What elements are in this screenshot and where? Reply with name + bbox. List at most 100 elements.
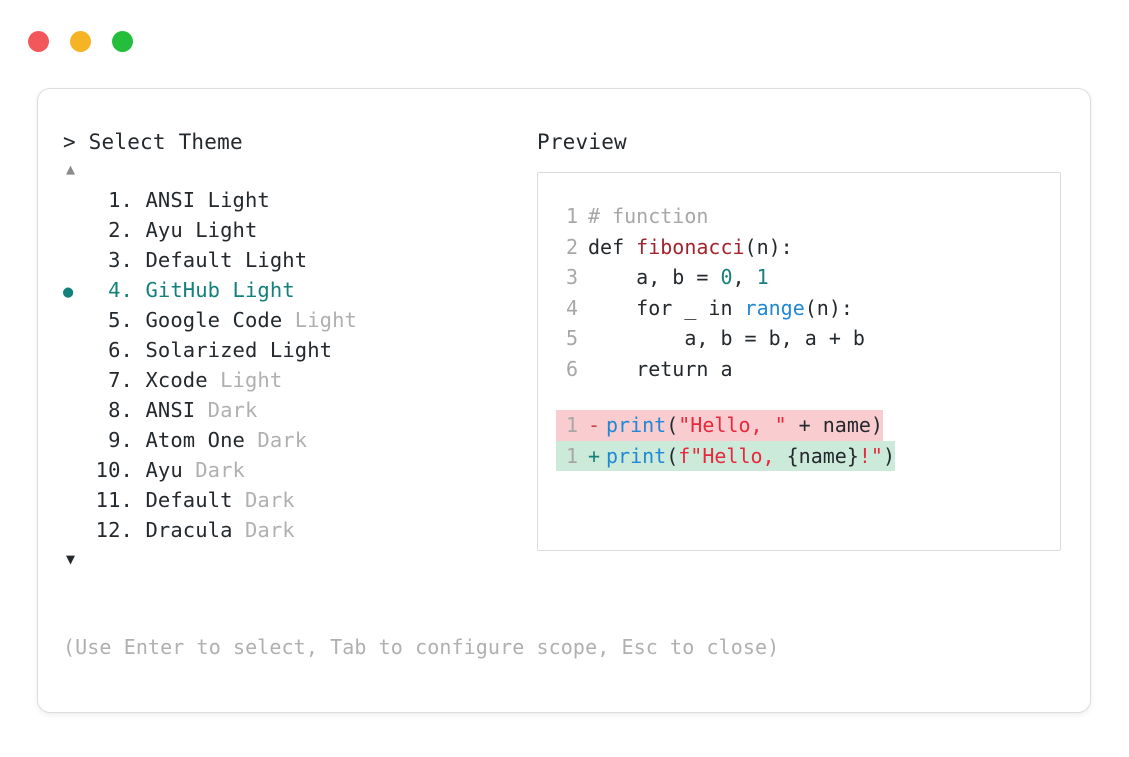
close-window-button[interactable] [28,31,49,52]
preview-title: Preview [537,130,627,154]
code-token: (n): [744,234,793,259]
theme-list-item[interactable]: ● 5. Google Code Light [63,305,533,335]
theme-item-variant: Dark [207,398,258,422]
theme-list-item[interactable]: ● 2. Ayu Light [63,215,533,245]
diff-sign: - [588,413,601,437]
theme-item-name: Ayu [133,218,196,242]
code-text: return a [588,354,733,385]
theme-item-variant: Light [220,368,283,392]
theme-item-variant: Light [294,308,357,332]
code-token: 0 [720,265,733,289]
theme-list: ●1. ANSI Light●2. Ayu Light●3. Default L… [63,185,533,545]
theme-list-item[interactable]: ● 8. ANSI Dark [63,395,533,425]
code-text: print("Hello, " + name) [606,410,883,441]
theme-item-variant: Light [269,338,333,362]
theme-item-number: 5. [108,308,133,332]
code-token: range [744,295,805,320]
theme-list-item[interactable]: ●6. Solarized Light [63,335,533,365]
theme-item-name: Atom One [133,428,258,452]
code-token: (n): [804,295,853,320]
theme-item-name: Xcode [133,368,221,392]
code-text: for _ in range(n): [588,293,853,324]
theme-item-name: ANSI [133,398,208,422]
line-number: 2 [565,234,578,259]
selected-bullet-icon: ● [63,247,89,277]
line-number: 1 [565,204,578,228]
theme-item-name: Google Code [133,308,295,332]
diff-sample: 1-print("Hello, " + name)1+print(f"Hello… [556,410,1060,471]
selected-bullet-icon: ● [63,307,89,337]
code-token: a, b = b, a + b [588,326,865,350]
theme-item-variant: Dark [257,428,308,452]
theme-list-item[interactable]: ●12. Dracula Dark [63,515,533,545]
code-text: # function [588,201,708,232]
code-line: 4 for _ in range(n): [556,293,1060,324]
theme-selector-card: > Select Theme ▲ ●1. ANSI Light●2. Ayu L… [37,88,1091,713]
selected-bullet-icon: ● [63,397,89,427]
line-number: 5 [565,326,578,350]
selected-bullet-icon: ● [63,367,89,397]
code-token: ( [666,443,679,468]
code-token: for _ in [588,295,745,320]
theme-list-item[interactable]: ●10. Ayu Dark [63,455,533,485]
selected-bullet-icon: ● [63,217,89,247]
code-token: ) [882,443,896,468]
theme-item-name: Dracula [133,518,245,542]
theme-list-item[interactable]: ●11. Default Dark [63,485,533,515]
code-token: print [606,443,667,468]
line-number: 6 [565,356,578,381]
code-line: 1 # function [556,201,1060,232]
theme-item-number: 12. [95,518,133,542]
code-token: {name} [786,443,859,468]
theme-item-number: 2. [108,218,133,242]
code-token: a, b = [588,265,721,289]
minimize-window-button[interactable] [70,31,91,52]
code-text: a, b = b, a + b [588,323,865,354]
selected-bullet-icon: ● [63,487,89,517]
theme-item-name: Default [133,488,245,512]
theme-item-number: 10. [95,458,133,482]
theme-list-item[interactable]: ●3. Default Light [63,245,533,275]
code-token: return a [588,356,733,381]
code-text: print(f"Hello, {name}!") [606,441,895,472]
code-token: # function [588,204,709,228]
scroll-up-icon[interactable]: ▲ [66,160,76,178]
select-theme-prompt: > Select Theme [63,130,243,154]
diff-line-removed: 1-print("Hello, " + name) [556,410,883,441]
theme-list-item[interactable]: ● 7. Xcode Light [63,365,533,395]
scroll-down-icon[interactable]: ▼ [66,550,76,568]
selected-bullet-icon: ● [63,457,89,487]
maximize-window-button[interactable] [112,31,133,52]
theme-item-number: 11. [95,488,133,512]
theme-item-number: 6. [108,338,133,362]
theme-item-number: 4. [108,278,133,302]
theme-list-item[interactable]: ●4. GitHub Light [63,275,533,305]
selected-bullet-icon: ● [63,517,89,547]
code-text: a, b = 0, 1 [588,262,768,293]
code-spacer [556,384,1060,410]
selected-bullet-icon: ● [63,427,89,457]
theme-item-number: 3. [108,248,133,272]
theme-item-number: 1. [108,188,133,212]
code-token: "Hello, " [678,413,787,437]
code-token: + name) [786,413,883,437]
theme-item-variant: Dark [244,488,295,512]
theme-item-number: 7. [108,368,133,392]
theme-list-item[interactable]: ●1. ANSI Light [63,185,533,215]
theme-item-name: Ayu [133,458,196,482]
keyboard-hint: (Use Enter to select, Tab to configure s… [63,635,780,659]
theme-item-variant: Dark [195,458,245,482]
theme-list-item[interactable]: ●9. Atom One Dark [63,425,533,455]
line-number: 1 [565,413,578,437]
theme-item-variant: Dark [244,518,295,542]
code-token: def [588,234,637,259]
theme-item-name: ANSI [133,188,208,212]
theme-item-variant: Light [232,278,295,302]
line-number: 1 [565,443,578,468]
theme-item-number: 8. [108,398,133,422]
theme-item-variant: Light [195,218,258,242]
